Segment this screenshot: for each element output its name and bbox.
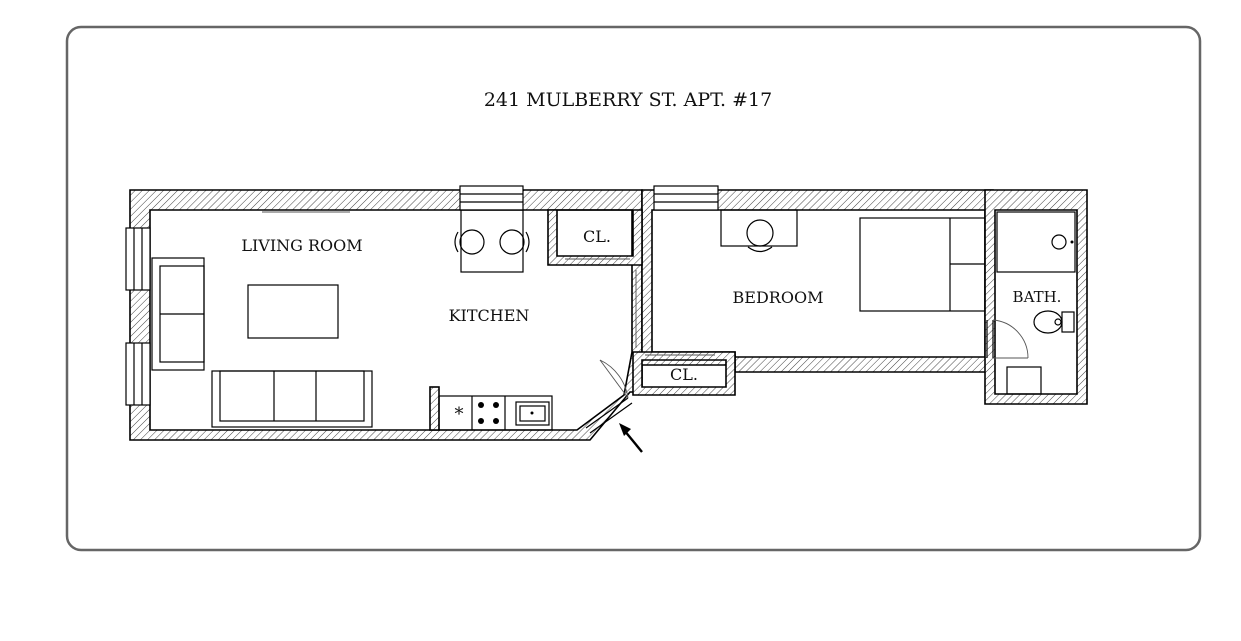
living-room-furniture bbox=[151, 211, 373, 428]
sink-icon bbox=[515, 401, 550, 426]
entry-arrow-icon bbox=[619, 423, 643, 453]
toilet-icon bbox=[1033, 310, 1075, 334]
bedroom-furniture bbox=[720, 209, 986, 312]
label-closet-1: CL. bbox=[583, 227, 611, 246]
entry-door bbox=[585, 359, 633, 434]
label-living-room: LIVING ROOM bbox=[241, 236, 362, 255]
label-kitchen: KITCHEN bbox=[449, 306, 530, 325]
label-bath: BATH. bbox=[1013, 288, 1062, 306]
plan-title: 241 MULBERRY ST. APT. #17 bbox=[484, 89, 772, 111]
kitchen-counter: * bbox=[438, 395, 553, 431]
bath-fixtures bbox=[986, 211, 1076, 395]
dining-set bbox=[454, 209, 530, 273]
label-closet-2: CL. bbox=[670, 365, 698, 384]
windows bbox=[125, 185, 719, 406]
fridge-symbol: * bbox=[455, 404, 464, 425]
frame-border bbox=[65, 25, 1202, 552]
label-bedroom: BEDROOM bbox=[733, 288, 824, 307]
stove-burners-icon bbox=[478, 402, 499, 424]
